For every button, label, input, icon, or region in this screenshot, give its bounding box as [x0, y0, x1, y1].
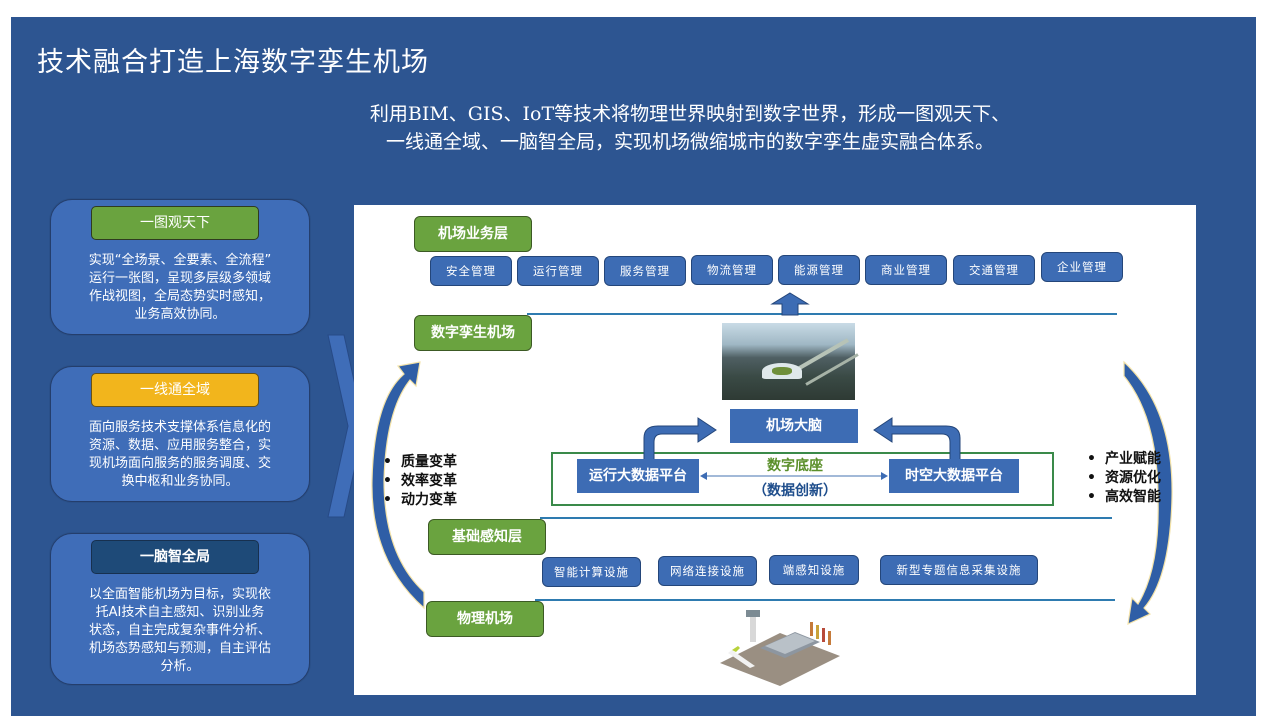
airport-aerial-photo: [722, 323, 859, 400]
slide-subtitle: 利用BIM、GIS、IoT等技术将物理世界映射到数字世界，形成一图观天下、 一线…: [290, 100, 1090, 156]
card-intelligence-label: 一脑智全局: [91, 540, 259, 574]
card-overview-label: 一图观天下: [91, 206, 259, 240]
text-line: 现机场面向服务的服务调度、交: [88, 456, 271, 471]
bullet-item: 效率变革: [383, 472, 457, 491]
curved-arrow-right-icon: [643, 417, 717, 465]
photo-greenery: [772, 367, 792, 375]
card-intelligence: 一脑智全局 以全面智能机场为目标，实现依 托AI技术自主感知、识别业务 状态，自…: [50, 533, 310, 685]
isometric-airport-illustration: [720, 610, 840, 686]
operations-big-data-platform[interactable]: 运行大数据平台: [577, 459, 699, 493]
text-line: 资源、数据、应用服务整合，实: [88, 438, 271, 453]
right-bullet-list: 产业赋能 资源优化 高效智能: [1087, 450, 1161, 507]
layer-label-perception: 基础感知层: [428, 519, 546, 555]
text-line: 状态，自主完成复杂事件分析、: [88, 623, 271, 638]
digital-base-subtitle: （数据创新）: [753, 483, 837, 499]
layer-label-digital-twin: 数字孪生机场: [414, 315, 532, 351]
separator-physical: [535, 599, 1115, 601]
text-line: 运行一张图，呈现多层级多领域: [88, 271, 271, 286]
bullet-item: 高效智能: [1087, 488, 1161, 507]
bullet-item: 资源优化: [1087, 469, 1161, 488]
business-item-logistics[interactable]: 物流管理: [691, 255, 773, 285]
curved-arrow-up-icon: [371, 361, 425, 610]
double-arrow-icon: [700, 472, 888, 480]
business-item-service[interactable]: 服务管理: [604, 256, 686, 286]
text-line: 以全面智能机场为目标，实现依: [88, 587, 271, 602]
bullet-item: 动力变革: [383, 491, 457, 510]
infra-item-edge-sensing[interactable]: 端感知设施: [769, 555, 859, 585]
business-item-enterprise[interactable]: 企业管理: [1041, 252, 1123, 282]
layer-label-physical: 物理机场: [426, 601, 544, 637]
arrow-up-icon: [770, 292, 810, 316]
business-item-energy[interactable]: 能源管理: [778, 255, 860, 285]
curved-arrow-left-icon: [873, 417, 961, 465]
subtitle-line-1: 利用BIM、GIS、IoT等技术将物理世界映射到数字世界，形成一图观天下、: [369, 103, 1011, 125]
digital-base-frame: [551, 452, 1054, 506]
text-line: 作战视图，全局态势实时感知，: [88, 289, 271, 304]
card-connectivity: 一线通全域 面向服务技术支撑体系信息化的 资源、数据、应用服务整合，实 现机场面…: [50, 366, 310, 502]
infra-item-thematic-collection[interactable]: 新型专题信息采集设施: [880, 555, 1038, 585]
slide-title: 技术融合打造上海数字孪生机场: [37, 47, 429, 78]
card-overview-text: 实现“全场景、全要素、全流程” 运行一张图，呈现多层级多领域 作战视图，全局态势…: [59, 252, 301, 324]
text-line: 业务高效协同。: [134, 307, 226, 322]
digital-base-title: 数字底座: [767, 458, 823, 474]
text-line: 面向服务技术支撑体系信息化的: [88, 420, 271, 435]
business-item-traffic[interactable]: 交通管理: [953, 255, 1035, 285]
business-item-operations[interactable]: 运行管理: [517, 256, 599, 286]
card-overview: 一图观天下 实现“全场景、全要素、全流程” 运行一张图，呈现多层级多领域 作战视…: [50, 199, 310, 335]
photo-runway: [795, 338, 849, 372]
infra-item-computing[interactable]: 智能计算设施: [542, 557, 641, 587]
separator-twin: [527, 313, 1117, 315]
left-bullet-list: 质量变革 效率变革 动力变革: [383, 453, 457, 510]
text-line: 实现“全场景、全要素、全流程”: [88, 253, 272, 268]
spatiotemporal-big-data-platform[interactable]: 时空大数据平台: [889, 459, 1019, 493]
infra-item-network[interactable]: 网络连接设施: [658, 556, 757, 586]
curved-arrow-down-icon: [1123, 360, 1173, 626]
card-connectivity-text: 面向服务技术支撑体系信息化的 资源、数据、应用服务整合，实 现机场面向服务的服务…: [59, 419, 301, 491]
bullet-item: 质量变革: [383, 453, 457, 472]
text-line: 换中枢和业务协同。: [121, 474, 239, 489]
business-item-safety[interactable]: 安全管理: [430, 256, 512, 286]
bullet-item: 产业赋能: [1087, 450, 1161, 469]
card-intelligence-text: 以全面智能机场为目标，实现依 托AI技术自主感知、识别业务 状态，自主完成复杂事…: [59, 586, 301, 676]
business-item-commerce[interactable]: 商业管理: [865, 255, 947, 285]
text-line: 机场态势感知与预测，自主评估: [88, 641, 271, 656]
separator-perception: [540, 517, 1112, 519]
text-line: 分析。: [160, 659, 200, 674]
text-line: 托AI技术自主感知、识别业务: [95, 605, 265, 620]
card-connectivity-label: 一线通全域: [91, 373, 259, 407]
airport-brain-box[interactable]: 机场大脑: [730, 409, 858, 443]
subtitle-line-2: 一线通全域、一脑智全局，实现机场微缩城市的数字孪生虚实融合体系。: [385, 131, 994, 153]
layer-label-business: 机场业务层: [414, 216, 532, 252]
